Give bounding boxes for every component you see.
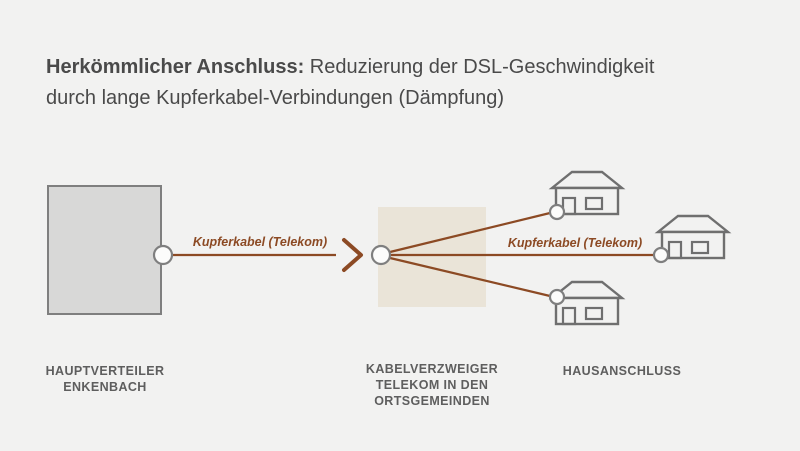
kabelverzweiger-area: [378, 207, 486, 307]
copper-cable-bottom: [389, 256, 551, 298]
chevron-right-icon: [342, 238, 363, 272]
title-line1: Herkömmlicher Anschluss: Reduzierung der…: [46, 52, 766, 83]
title-bold: Herkömmlicher Anschluss:: [46, 56, 305, 78]
house-node-top: [548, 203, 566, 221]
copper-cable-top: [389, 211, 551, 254]
kabelverzweiger-label-line1: KABELVERZWEIGER: [366, 362, 498, 376]
cable-label-right: Kupferkabel (Telekom): [508, 236, 642, 250]
house-icon-bottom: [550, 280, 624, 326]
kabelverzweiger-node: [370, 244, 392, 266]
kabelverzweiger-label-line2: TELEKOM IN DEN: [376, 378, 489, 392]
hauptverteiler-node: [152, 244, 174, 266]
diagram-title: Herkömmlicher Anschluss: Reduzierung der…: [46, 52, 766, 114]
title-line2: durch lange Kupferkabel-Verbindungen (Dä…: [46, 87, 505, 109]
title-line1-rest: Reduzierung der DSL-Geschwindigkeit: [309, 56, 655, 78]
hausanschluss-label: HAUSANSCHLUSS: [563, 364, 681, 378]
house-node-right: [652, 246, 670, 264]
hauptverteiler-box: [47, 185, 162, 315]
hauptverteiler-label-line1: HAUPTVERTEILER: [46, 364, 165, 378]
house-node-bottom: [548, 288, 566, 306]
house-icon-right: [656, 214, 730, 260]
cable-label-left: Kupferkabel (Telekom): [193, 235, 327, 249]
kabelverzweiger-label-line3: ORTSGEMEINDEN: [374, 394, 490, 408]
hauptverteiler-label-line2: ENKENBACH: [63, 380, 146, 394]
